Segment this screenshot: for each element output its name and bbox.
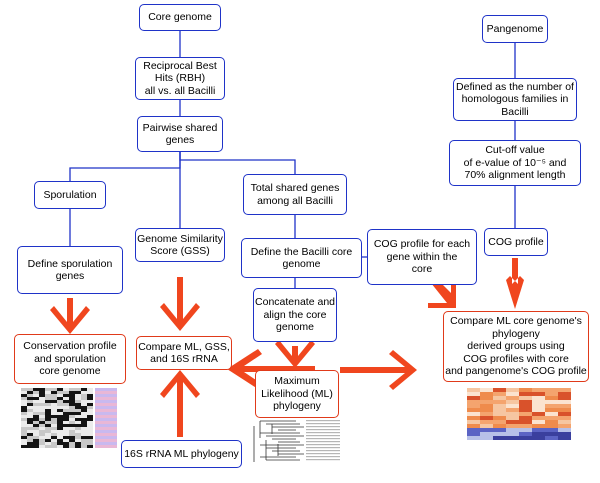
define-sporulation-line-2: genes [55, 270, 85, 282]
concatenate-line-2: align the core [263, 308, 327, 321]
compare-cog-line-3: derived groups using [467, 340, 565, 353]
cog-each-gene-box: COG profile for each gene within the cor… [367, 229, 477, 285]
phylogenetic-tree-thumbnail [253, 420, 340, 462]
arrow-concatenate-to-ml [275, 340, 315, 368]
arrow-ml-to-compare [227, 349, 315, 389]
cog-each-gene-line-1: COG profile for each [373, 238, 471, 251]
arrow-gss-to-compare [160, 277, 200, 331]
pangenome-box: Pangenome [482, 15, 548, 43]
core-genome-label: Core genome [148, 11, 212, 24]
define-core-line-2: genome [282, 258, 321, 270]
compare-ml-gss-line-2: and 16S rRNA [150, 353, 218, 365]
sporulation-heatmap-thumbnail [21, 388, 117, 448]
ml-phylogeny-box: Maximum Likelihood (ML) phylogeny [255, 370, 339, 418]
concatenate-box: Concatenate and align the core genome [253, 288, 337, 342]
define-core-box: Define the Bacilli core genome [241, 238, 362, 278]
conservation-profile-box: Conservation profile and sporulation cor… [14, 334, 126, 384]
sporulation-box: Sporulation [34, 181, 106, 209]
rrna-phylogeny-label: 16S rRNA ML phylogeny [124, 447, 239, 460]
conservation-line-3: core genome [39, 365, 101, 378]
cog-profile-box: COG profile [484, 228, 548, 256]
arrow-define-sporulation-to-conservation [50, 298, 90, 334]
defined-as-line-1: Defined as the number of [456, 80, 574, 93]
rbh-box: Reciprocal Best Hits (RBH) all vs. all B… [135, 57, 225, 100]
cutoff-line-3: 70% alignment length [464, 169, 566, 182]
conservation-line-1: Conservation profile [23, 340, 117, 353]
defined-as-line-2: homologous families in [461, 93, 569, 106]
concatenate-line-1: Concatenate and [255, 296, 335, 309]
gss-box: Genome Similarity Score (GSS) [135, 228, 225, 262]
compare-cog-line-2: phylogeny [492, 327, 540, 340]
compare-ml-gss-box: Compare ML, GSS, and 16S rRNA [136, 336, 232, 370]
cutoff-line-1: Cut-off value [485, 144, 545, 157]
compare-cog-line-4: COG profiles with core [463, 352, 569, 365]
concatenate-line-3: genome [276, 321, 314, 334]
ml-phylogeny-line-3: phylogeny [273, 400, 321, 413]
compare-cog-box: Compare ML core genome's phylogeny deriv… [443, 311, 589, 382]
defined-as-box: Defined as the number of homologous fami… [453, 78, 577, 121]
rrna-phylogeny-box: 16S rRNA ML phylogeny [121, 440, 242, 468]
define-sporulation-box: Define sporulation genes [17, 246, 123, 294]
connector-pairwise-total [179, 152, 296, 174]
cutoff-line-2: of e-value of 10⁻⁵ and [463, 156, 567, 169]
sporulation-label: Sporulation [43, 188, 97, 201]
total-shared-box: Total shared genes among all Bacilli [243, 174, 347, 215]
cog-each-gene-line-2: gene within the [386, 250, 458, 263]
pairwise-line-2: genes [165, 134, 195, 146]
connector-pairwise-sporulation [69, 152, 181, 181]
compare-ml-gss-line-1: Compare ML, GSS, [138, 340, 230, 353]
pangenome-label: Pangenome [486, 22, 544, 35]
defined-as-line-3: Bacilli [501, 105, 529, 118]
cog-each-gene-line-3: core [411, 263, 433, 276]
pairwise-line-1: Pairwise shared [142, 121, 218, 134]
ml-phylogeny-line-1: Maximum [274, 375, 320, 388]
ml-phylogeny-line-2: Likelihood (ML) [261, 387, 333, 400]
arrow-cog-profile-to-compare [506, 258, 524, 309]
rbh-line-3: all vs. all Bacilli [144, 84, 216, 97]
cog-heatmap-thumbnail [467, 388, 571, 440]
compare-cog-line-5: and pangenome's COG profile [445, 365, 587, 378]
cutoff-box: Cut-off value of e-value of 10⁻⁵ and 70%… [449, 140, 581, 186]
total-shared-line-2: among all Bacilli [257, 194, 333, 207]
arrow-rrna-to-compare [160, 370, 200, 437]
pairwise-box: Pairwise shared genes [137, 116, 223, 152]
core-genome-box: Core genome [139, 4, 221, 31]
rbh-line-2: Hits (RBH) [154, 72, 206, 85]
cog-profile-label: COG profile [488, 235, 544, 248]
arrow-ml-to-cog-compare [340, 350, 417, 390]
rbh-line-1: Reciprocal Best [143, 59, 217, 72]
gss-line-1: Genome Similarity [137, 232, 223, 245]
total-shared-line-1: Total shared genes [250, 182, 340, 194]
define-sporulation-line-1: Define sporulation [27, 257, 113, 270]
compare-cog-line-1: Compare ML core genome's [450, 315, 582, 328]
gss-line-2: Score (GSS) [150, 245, 210, 257]
define-core-line-1: Define the Bacilli core [250, 245, 353, 258]
conservation-line-2: and sporulation [34, 352, 106, 365]
